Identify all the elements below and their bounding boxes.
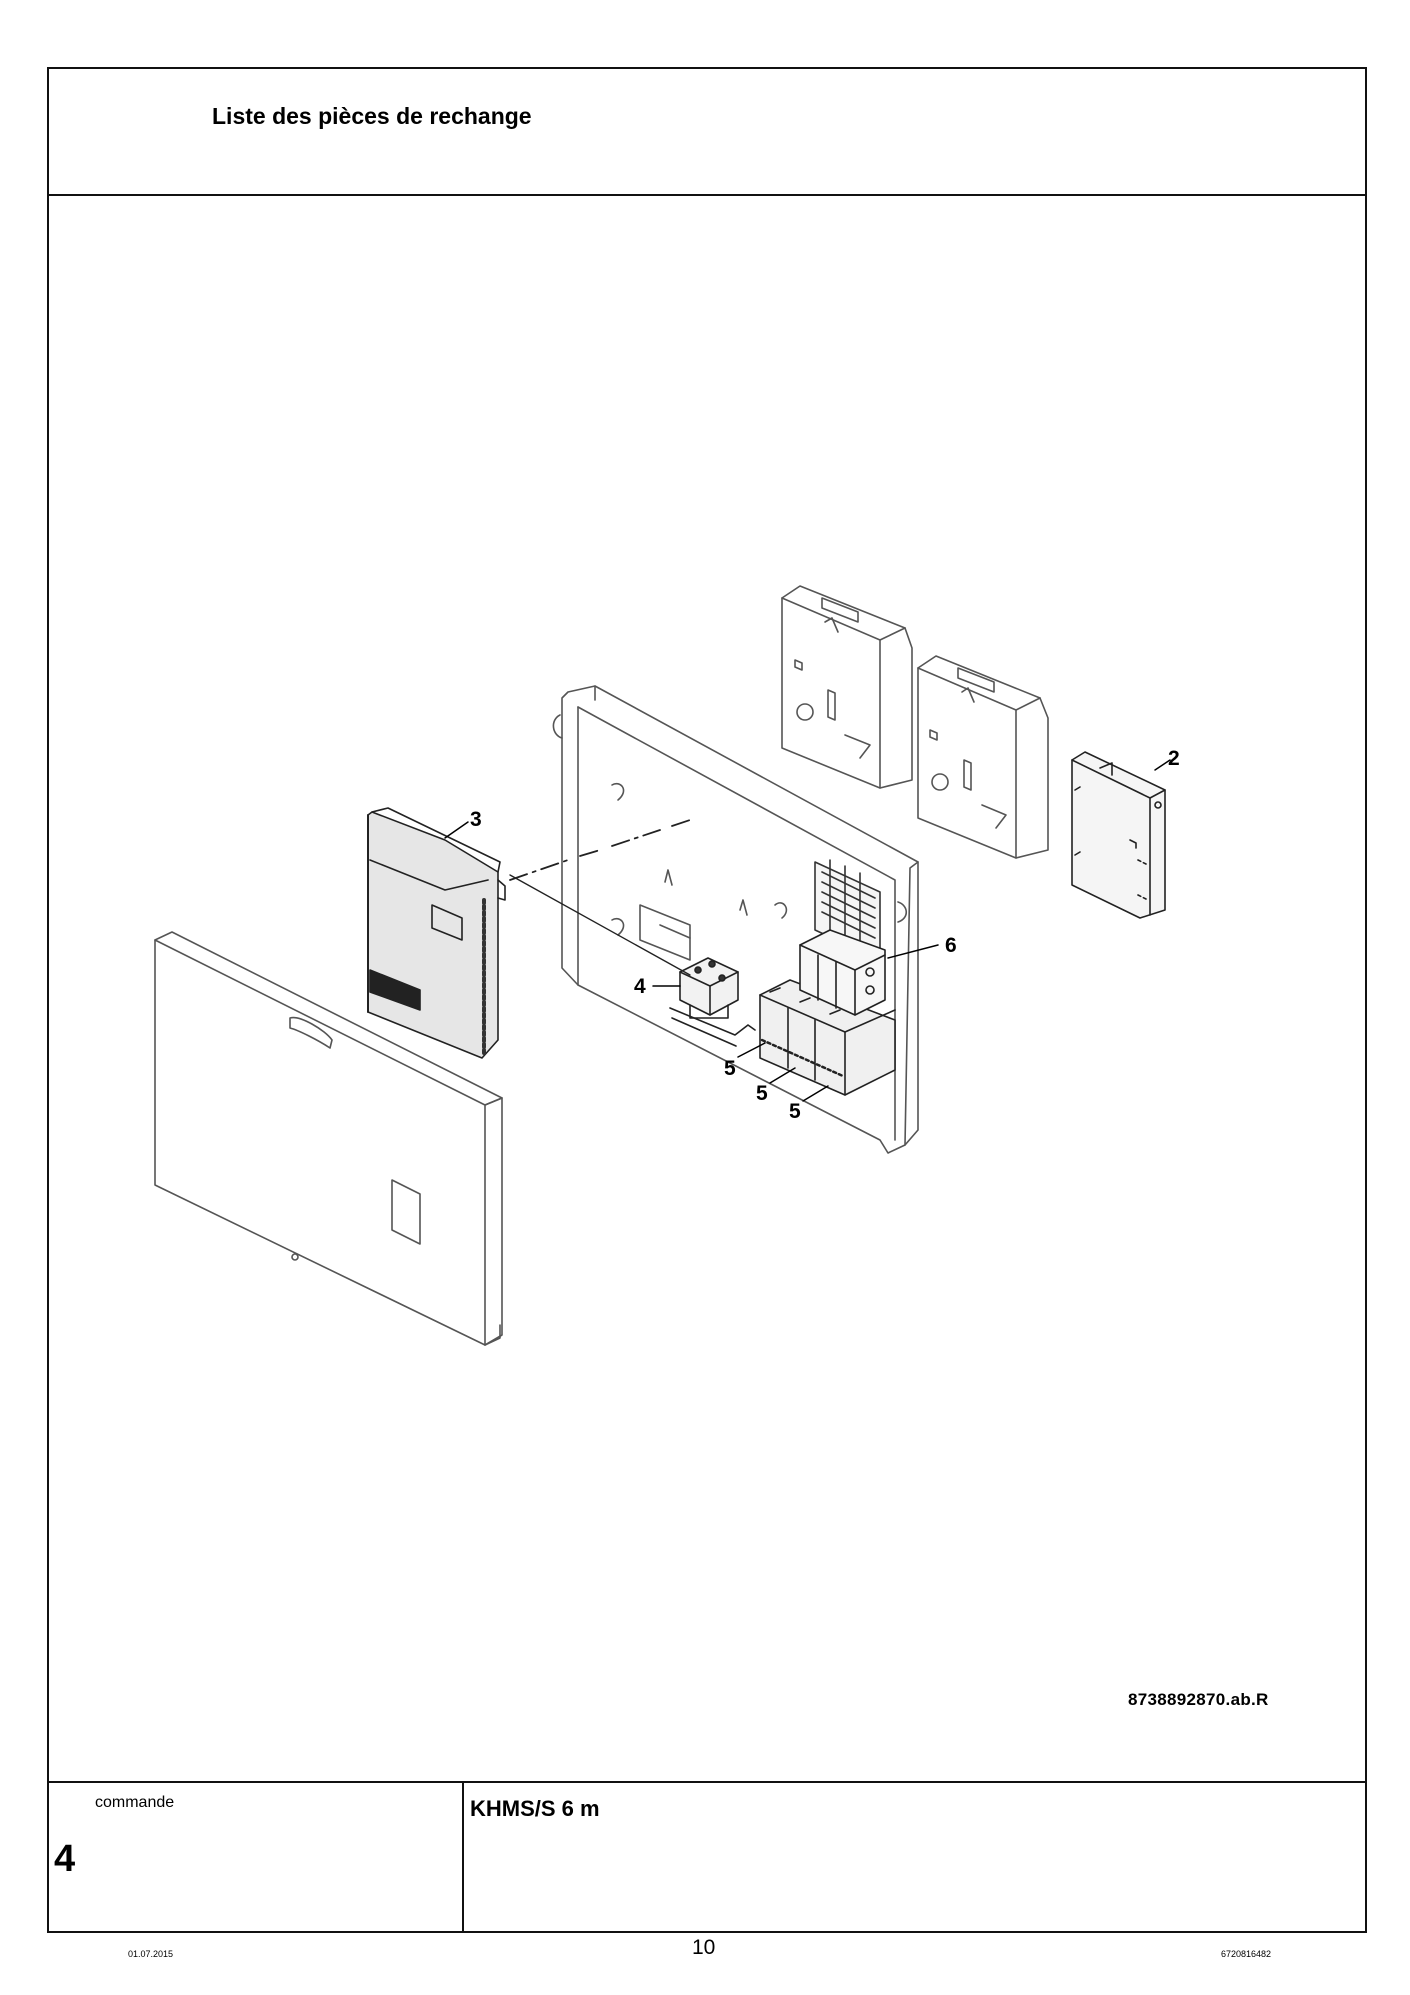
section-label: commande (95, 1794, 175, 1811)
callout-4: 4 (634, 975, 646, 998)
model-name: KHMS/S 6 m (470, 1796, 600, 1821)
callout-3: 3 (470, 808, 482, 831)
controller-module (367, 807, 506, 1059)
room-controller-1 (781, 585, 913, 789)
callout-6: 6 (945, 934, 957, 957)
front-cover (154, 931, 503, 1346)
circuit-breakers (799, 929, 886, 1016)
leader-lines (444, 759, 1171, 1102)
drawing-reference: 8738892870.ab.R (1128, 1690, 1269, 1709)
assembly-line (509, 819, 691, 881)
callout-5b: 5 (756, 1082, 768, 1105)
chapter-number: 4 (54, 1838, 76, 1880)
relay (669, 957, 756, 1047)
page-frame (47, 67, 1367, 1933)
page-number: 10 (692, 1936, 716, 1959)
footer-date: 01.07.2015 (128, 1949, 174, 1959)
assembly-line-2 (509, 874, 691, 976)
callout-2: 2 (1168, 747, 1180, 770)
page-title: Liste des pièces de rechange (212, 103, 532, 129)
info-divider (47, 1781, 1367, 1783)
header-divider (47, 194, 1367, 196)
info-column-divider (462, 1781, 464, 1933)
extension-module (1071, 751, 1166, 919)
callout-5c: 5 (789, 1100, 801, 1123)
room-controller-2 (917, 655, 1049, 859)
callout-5a: 5 (724, 1057, 736, 1080)
document-code: 6720816482 (1221, 1949, 1272, 1959)
